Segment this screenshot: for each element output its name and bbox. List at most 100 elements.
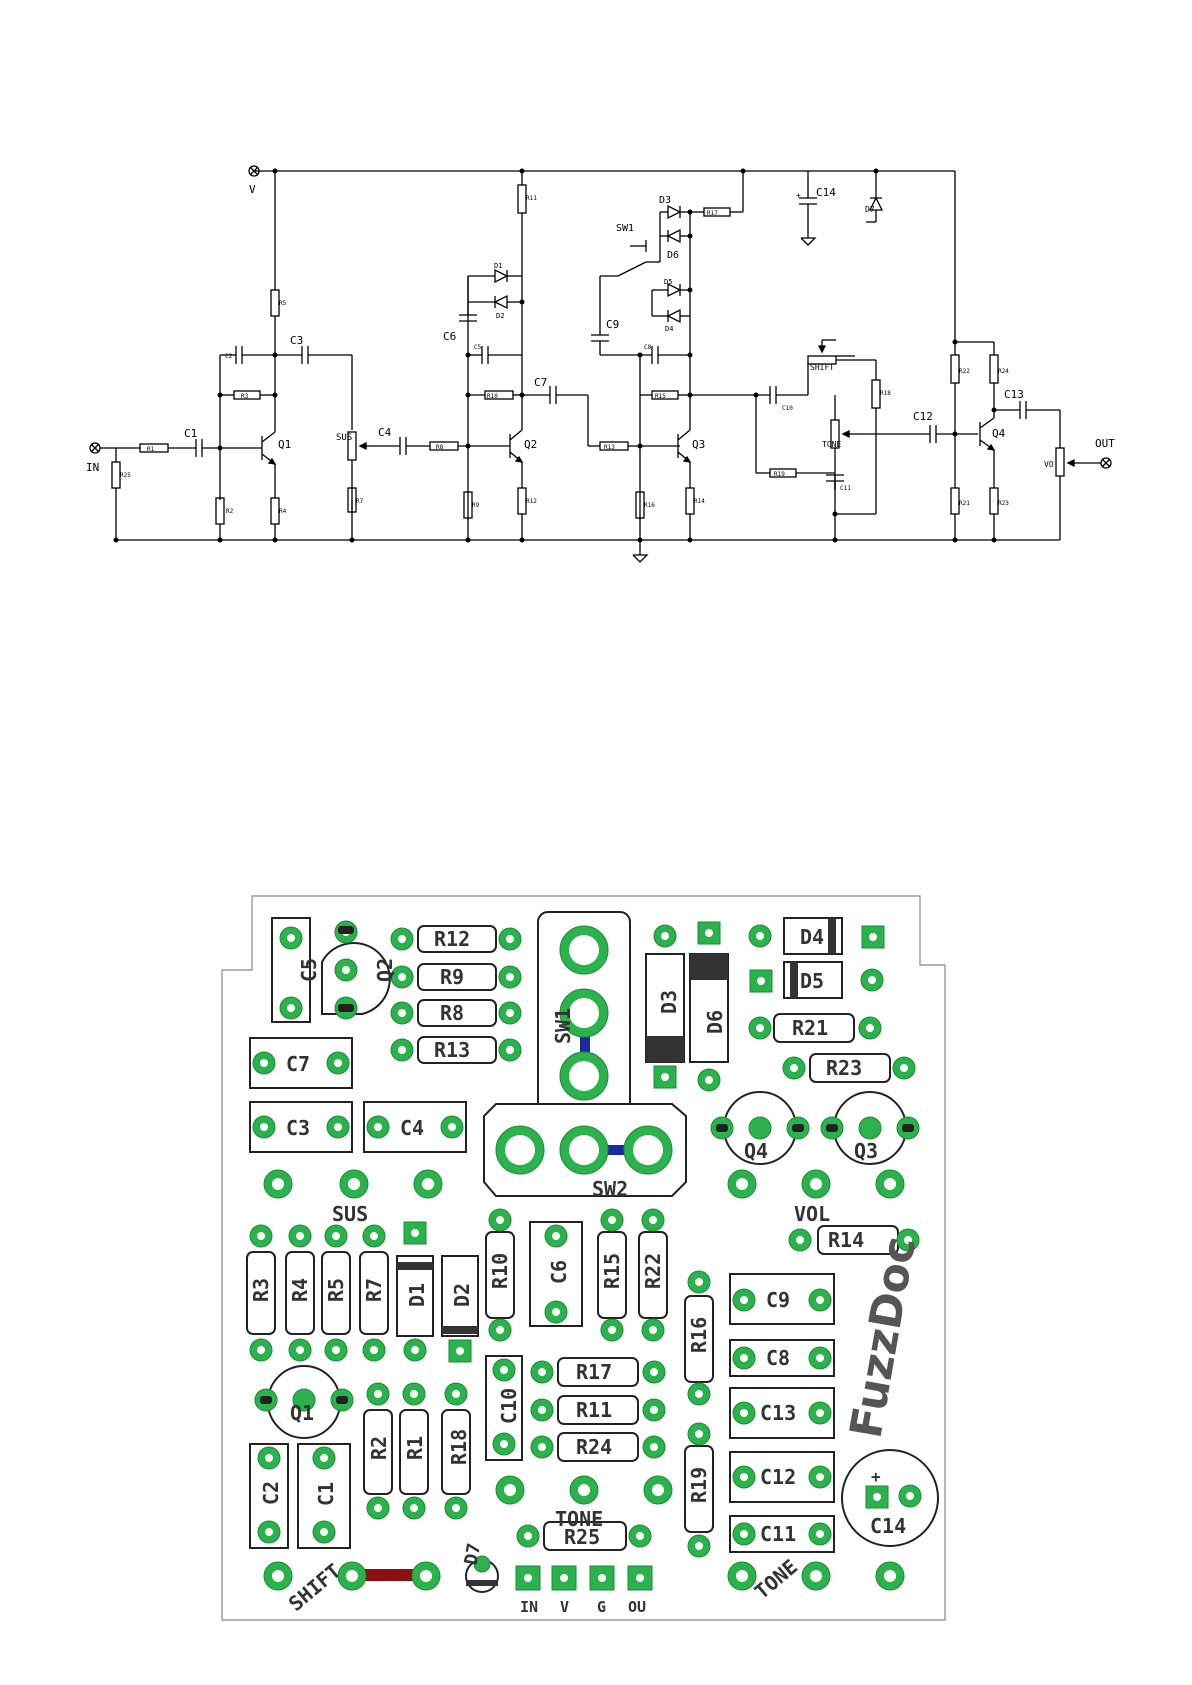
pcb-c1-body xyxy=(297,1443,351,1549)
pcb-label-c13: C13 xyxy=(760,1401,796,1425)
label-sus: SUS xyxy=(336,433,352,443)
pcb-jumper-sw2 xyxy=(596,1145,642,1155)
label-c5: C5 xyxy=(474,344,482,351)
label-d2: D2 xyxy=(496,312,504,320)
pcb-label-g: G xyxy=(597,1598,606,1616)
pcb-label-q3: Q3 xyxy=(854,1139,878,1163)
pcb-label-d3: D3 xyxy=(657,990,681,1014)
diode-d4-icon xyxy=(666,308,681,324)
pcb-label-c2: C2 xyxy=(259,1481,283,1505)
pcb-q2-body xyxy=(321,941,391,1015)
pcb-label-sw2: SW2 xyxy=(592,1177,628,1201)
pcb-r15-body xyxy=(597,1231,627,1319)
label-r7: R7 xyxy=(356,498,364,505)
label-c11: C11 xyxy=(840,485,851,492)
label-q2: Q2 xyxy=(524,438,537,451)
label-r9: R9 xyxy=(472,502,480,509)
label-c2: C2 xyxy=(225,353,233,360)
junction-dots xyxy=(113,168,997,543)
label-c1: C1 xyxy=(184,427,197,440)
pcb-label-c5: C5 xyxy=(297,958,321,982)
pcb-label-q2: Q2 xyxy=(373,958,397,982)
label-c4: C4 xyxy=(378,426,392,439)
out-terminal-icon xyxy=(1100,457,1112,469)
pcb-label-r17: R17 xyxy=(576,1360,612,1384)
pcb-label-d5: D5 xyxy=(800,969,824,993)
pcb-label-v: V xyxy=(560,1598,569,1616)
pot-vol xyxy=(1055,447,1065,477)
label-r11: R11 xyxy=(526,195,537,202)
label-r15: R15 xyxy=(655,393,666,400)
schematic-labels: V IN OUT R1 C1 C2 C3 R3 Q1 C4 R8 SUS Q2 … xyxy=(86,183,1115,515)
transistor-q4-icon xyxy=(979,417,996,451)
pcb-label-r23: R23 xyxy=(826,1056,862,1080)
pcb-label-sw1: SW1 xyxy=(551,1008,575,1044)
resistor-r22 xyxy=(950,354,960,384)
pcb-label-r9: R9 xyxy=(440,965,464,989)
pcb-label-c1: C1 xyxy=(314,1482,338,1506)
label-d1: D1 xyxy=(494,262,502,270)
resistor-r21 xyxy=(950,487,960,515)
label-out: OUT xyxy=(1095,437,1115,450)
resistor-r12 xyxy=(517,487,527,515)
label-r13: R13 xyxy=(604,444,615,451)
pcb-r12-body xyxy=(417,925,497,953)
pcb-label-r8: R8 xyxy=(440,1001,464,1025)
pcb-label-ou: OU xyxy=(628,1598,646,1616)
label-c7: C7 xyxy=(534,376,547,389)
pcb-label-r5: R5 xyxy=(324,1278,348,1302)
pcb-r19-body xyxy=(684,1445,714,1533)
pcb-diode-bands xyxy=(397,918,836,1586)
pcb-label-d1: D1 xyxy=(405,1283,429,1307)
resistor-r11 xyxy=(517,184,527,214)
label-r23: R23 xyxy=(998,500,1009,507)
label-r12: R12 xyxy=(526,498,537,505)
diode-d1-icon xyxy=(494,268,509,284)
pcb-r11-body xyxy=(557,1395,639,1425)
pcb-label-c11: C11 xyxy=(760,1522,796,1546)
label-c14-plus: + xyxy=(796,191,801,200)
pcb-drill-holes xyxy=(257,928,914,1582)
resistor-r7 xyxy=(347,487,357,513)
pcb-label-c3: C3 xyxy=(286,1116,310,1140)
label-r10: R10 xyxy=(487,393,498,400)
label-r16: R16 xyxy=(644,502,655,509)
pcb-r22-body xyxy=(638,1231,668,1319)
resistor-r23 xyxy=(989,487,999,515)
transistor-q3-icon xyxy=(677,429,692,463)
pcb-label-r14: R14 xyxy=(828,1228,864,1252)
label-d6: D6 xyxy=(667,250,679,261)
label-r24: R24 xyxy=(998,368,1009,375)
pcb-r9-body xyxy=(417,963,497,991)
label-d4: D4 xyxy=(665,325,673,333)
pcb-jumper-shift xyxy=(352,1569,426,1581)
pcb-r25-body xyxy=(543,1521,627,1551)
diode-d2-icon xyxy=(493,294,508,310)
label-c3: C3 xyxy=(290,334,303,347)
pcb-c14-body xyxy=(841,1449,939,1547)
pcb-label-r11: R11 xyxy=(576,1398,612,1422)
in-terminal-icon xyxy=(89,442,101,454)
pcb-label-c14: C14 xyxy=(870,1514,906,1538)
label-r17: R17 xyxy=(707,210,718,217)
pcb-label-c10: C10 xyxy=(497,1388,521,1424)
label-r21: R21 xyxy=(959,500,970,507)
label-c8: C8 xyxy=(644,344,652,351)
pcb-label-r3: R3 xyxy=(249,1278,273,1302)
pcb-label-r2: R2 xyxy=(367,1436,391,1460)
pcb-label-in: IN xyxy=(520,1598,538,1616)
label-d7: D7 xyxy=(865,205,875,214)
pcb-label-r7: R7 xyxy=(362,1278,386,1302)
label-shift: SHIFT xyxy=(810,363,834,372)
label-c12: C12 xyxy=(913,410,933,423)
transistor-q2-icon xyxy=(509,429,524,463)
pcb-label-r21: R21 xyxy=(792,1016,828,1040)
pcb-label-r19: R19 xyxy=(687,1467,711,1503)
resistor-r4 xyxy=(270,497,280,525)
pcb-r8-body xyxy=(417,999,497,1027)
pcb-label-r10: R10 xyxy=(488,1253,512,1289)
label-q1: Q1 xyxy=(278,438,291,451)
pcb-r17-body xyxy=(557,1357,639,1387)
label-c14: C14 xyxy=(816,186,836,199)
